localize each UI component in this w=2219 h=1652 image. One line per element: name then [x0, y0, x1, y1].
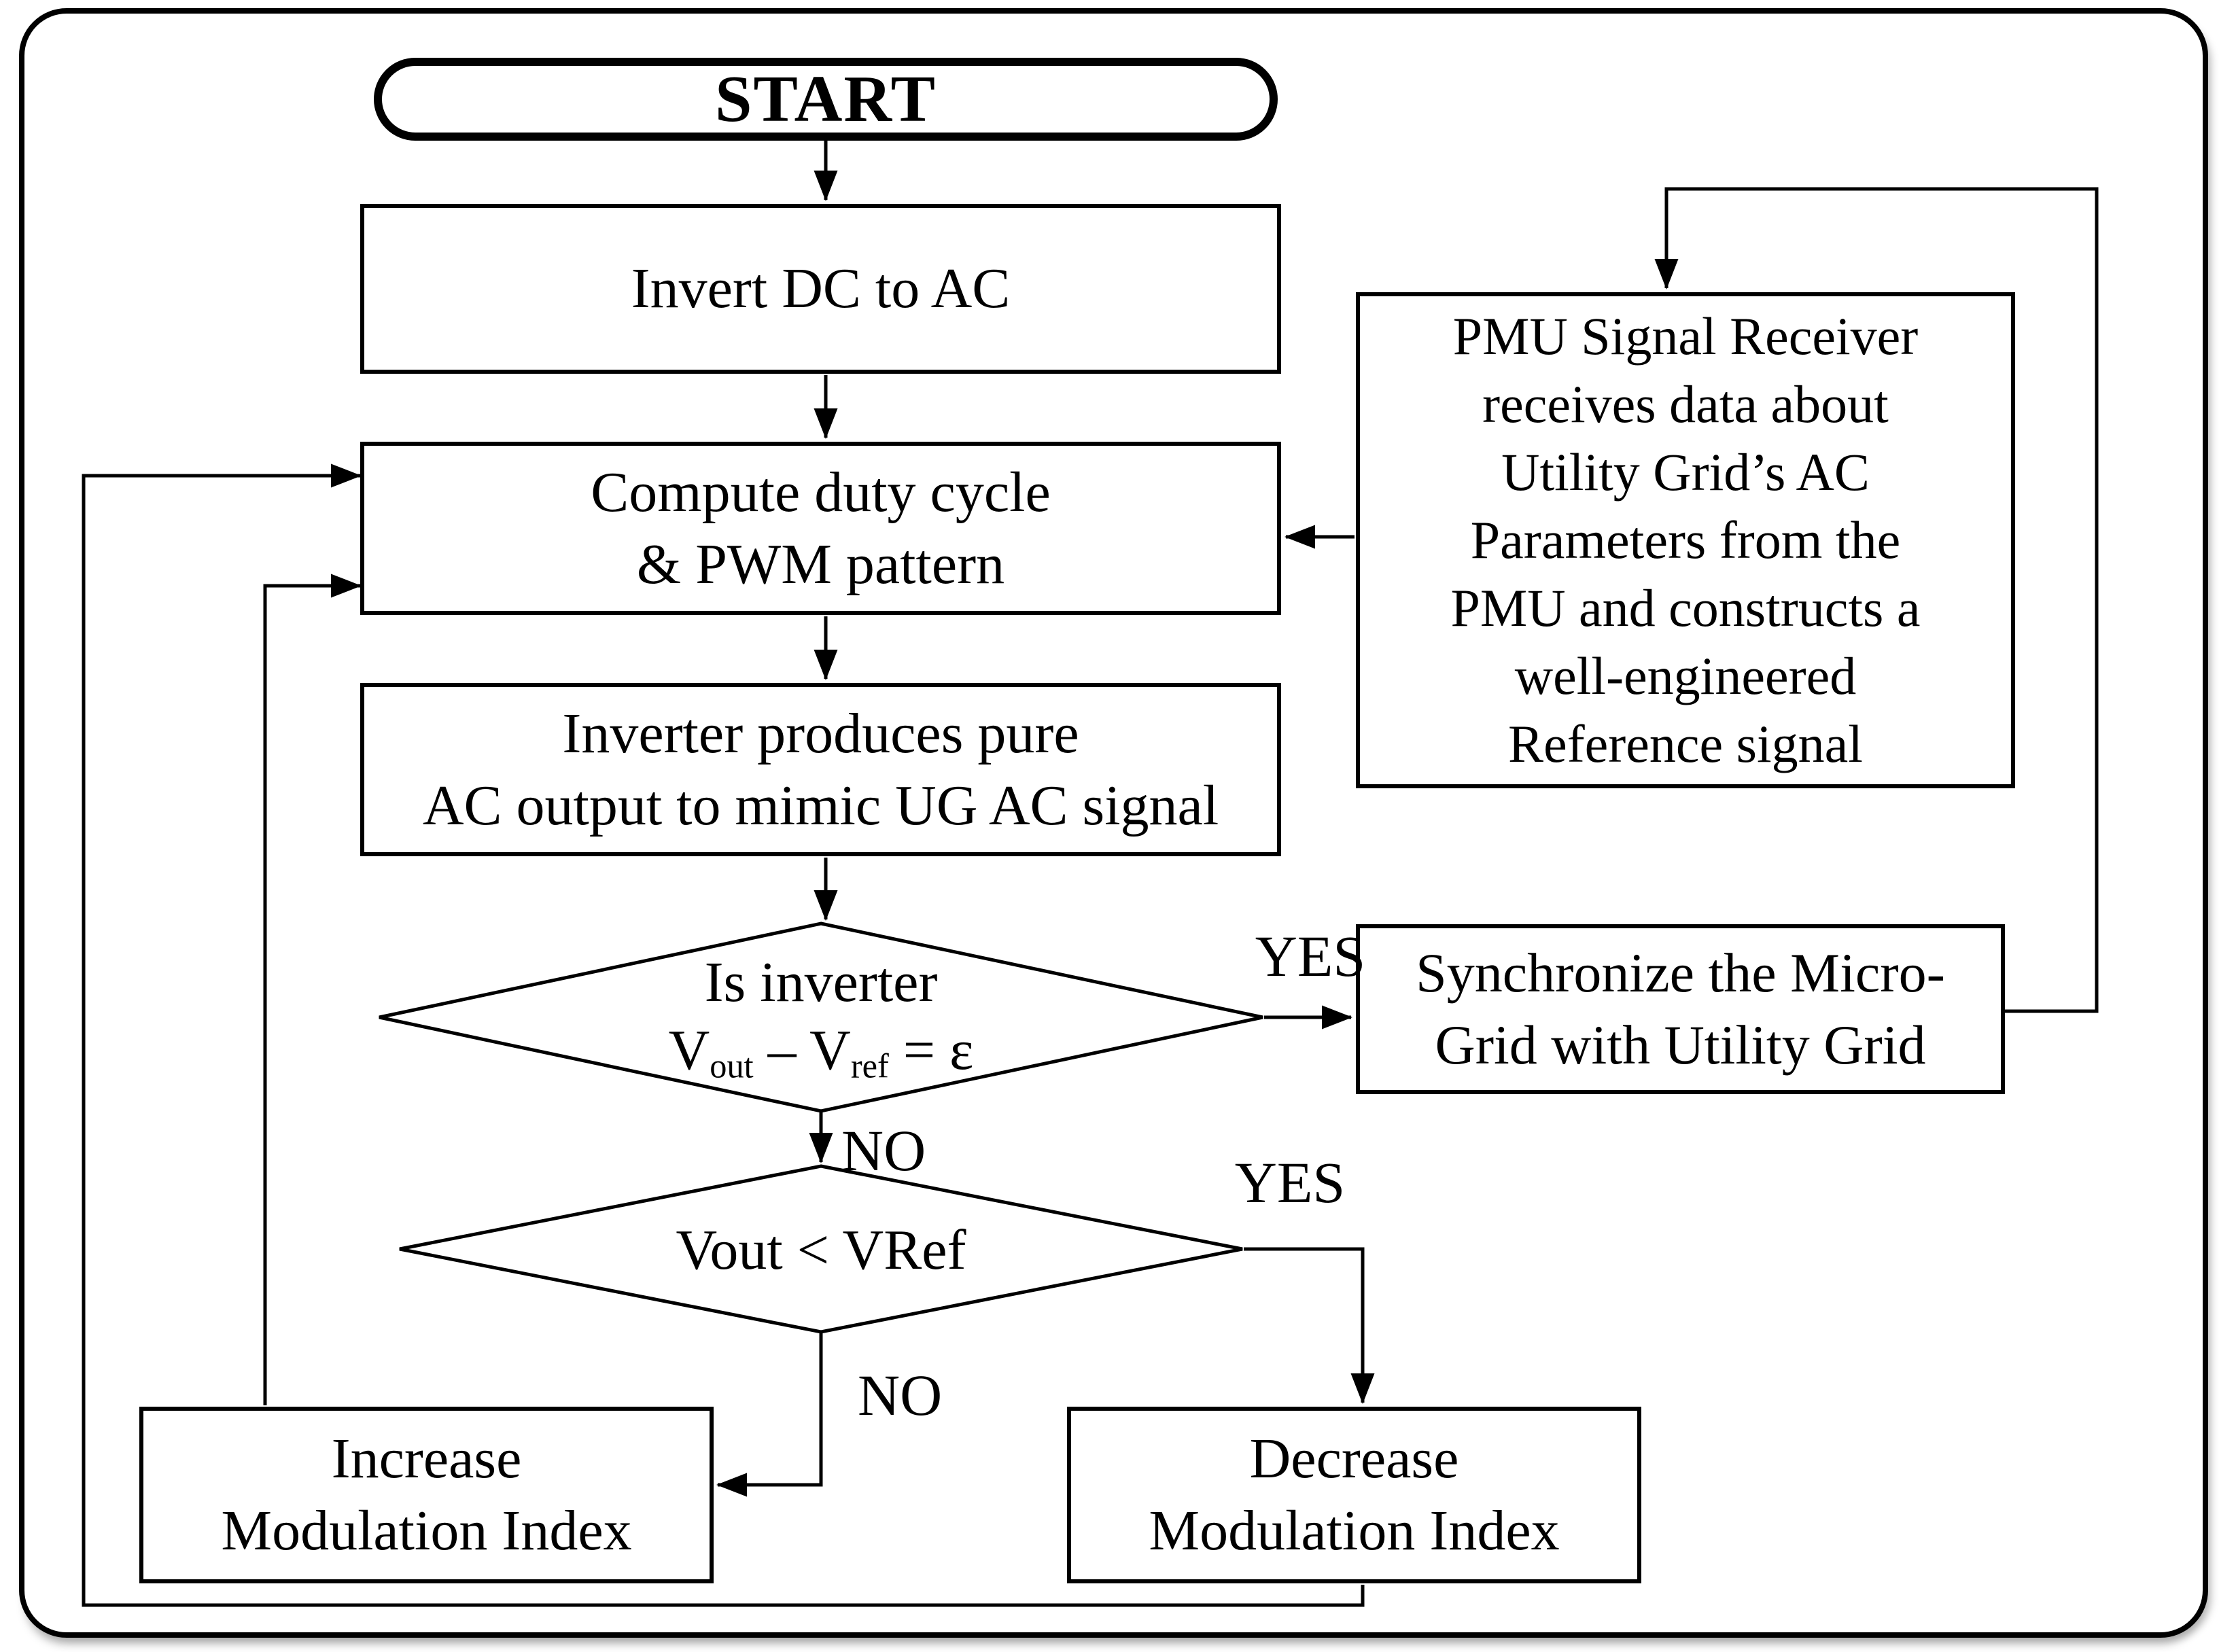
arrow-decision2-yes-to-decrease — [1244, 1247, 1375, 1404]
invert-dc-node: Invert DC to AC — [360, 204, 1281, 374]
inverter-output-line2: AC output to mimic UG AC signal — [422, 773, 1219, 837]
decrease-line1: Decrease — [1249, 1427, 1459, 1490]
pmu-line4: Parameters from the — [1470, 510, 1901, 569]
no-label-decision2: NO — [858, 1363, 943, 1428]
decision2-diamond-shape — [399, 1164, 1243, 1334]
arrow-decrease-feedback-to-compute — [82, 463, 1365, 1607]
pmu-line7: Reference signal — [1508, 714, 1863, 773]
arrow-sync-loop-to-pmu — [1654, 187, 2099, 1013]
invert-dc-label: Invert DC to AC — [631, 257, 1011, 320]
synchronize-node: Synchronize the Micro- Grid with Utility… — [1356, 924, 2005, 1094]
decision1-line1: Is inverter — [704, 951, 938, 1014]
formula-operator: – V — [753, 1019, 851, 1082]
decrease-line2: Modulation Index — [1149, 1499, 1560, 1562]
start-node: START — [374, 58, 1278, 141]
arrow-increase-feedback-to-compute — [263, 574, 362, 1405]
increase-line1: Increase — [331, 1427, 522, 1490]
yes-label-decision2: YES — [1234, 1150, 1346, 1215]
inverter-output-node: Inverter produces pure AC output to mimi… — [360, 683, 1281, 856]
decision1-diamond-shape — [379, 921, 1263, 1113]
pmu-receiver-node: PMU Signal Receiver receives data about … — [1356, 292, 2015, 788]
compute-duty-line2: & PWM pattern — [636, 532, 1005, 596]
pmu-line3: Utility Grid’s AC — [1501, 442, 1870, 502]
formula-equals-epsilon: = ε — [888, 1019, 974, 1082]
decision1-formula: Vout – Vref = ε — [549, 1017, 1093, 1100]
compute-duty-line1: Compute duty cycle — [591, 460, 1051, 524]
outer-frame — [19, 8, 2208, 1638]
no-label-decision1: NO — [841, 1118, 926, 1183]
pmu-line6: well-engineered — [1514, 646, 1857, 705]
arrow-decision2-no-to-increase — [716, 1333, 823, 1497]
start-label: START — [714, 63, 937, 136]
synchronize-line2: Grid with Utility Grid — [1435, 1014, 1926, 1076]
formula-sub-ref: ref — [850, 1047, 889, 1085]
pmu-line1: PMU Signal Receiver — [1452, 306, 1919, 366]
increase-modulation-node: Increase Modulation Index — [139, 1407, 714, 1583]
pmu-line2: receives data about — [1482, 374, 1889, 434]
compute-duty-node: Compute duty cycle & PWM pattern — [360, 442, 1281, 615]
yes-label-decision1: YES — [1255, 924, 1366, 989]
formula-sub-out: out — [710, 1047, 754, 1085]
increase-line2: Modulation Index — [221, 1499, 632, 1562]
decision1-label: Is inverter Vout – Vref = ε — [549, 949, 1093, 1100]
decision2-label: Vout < VRef — [676, 1218, 966, 1282]
synchronize-line1: Synchronize the Micro- — [1416, 942, 1945, 1004]
pmu-line5: PMU and constructs a — [1450, 578, 1921, 637]
inverter-output-line1: Inverter produces pure — [562, 701, 1079, 765]
decrease-modulation-node: Decrease Modulation Index — [1067, 1407, 1641, 1583]
formula-v-out: V — [668, 1019, 710, 1082]
